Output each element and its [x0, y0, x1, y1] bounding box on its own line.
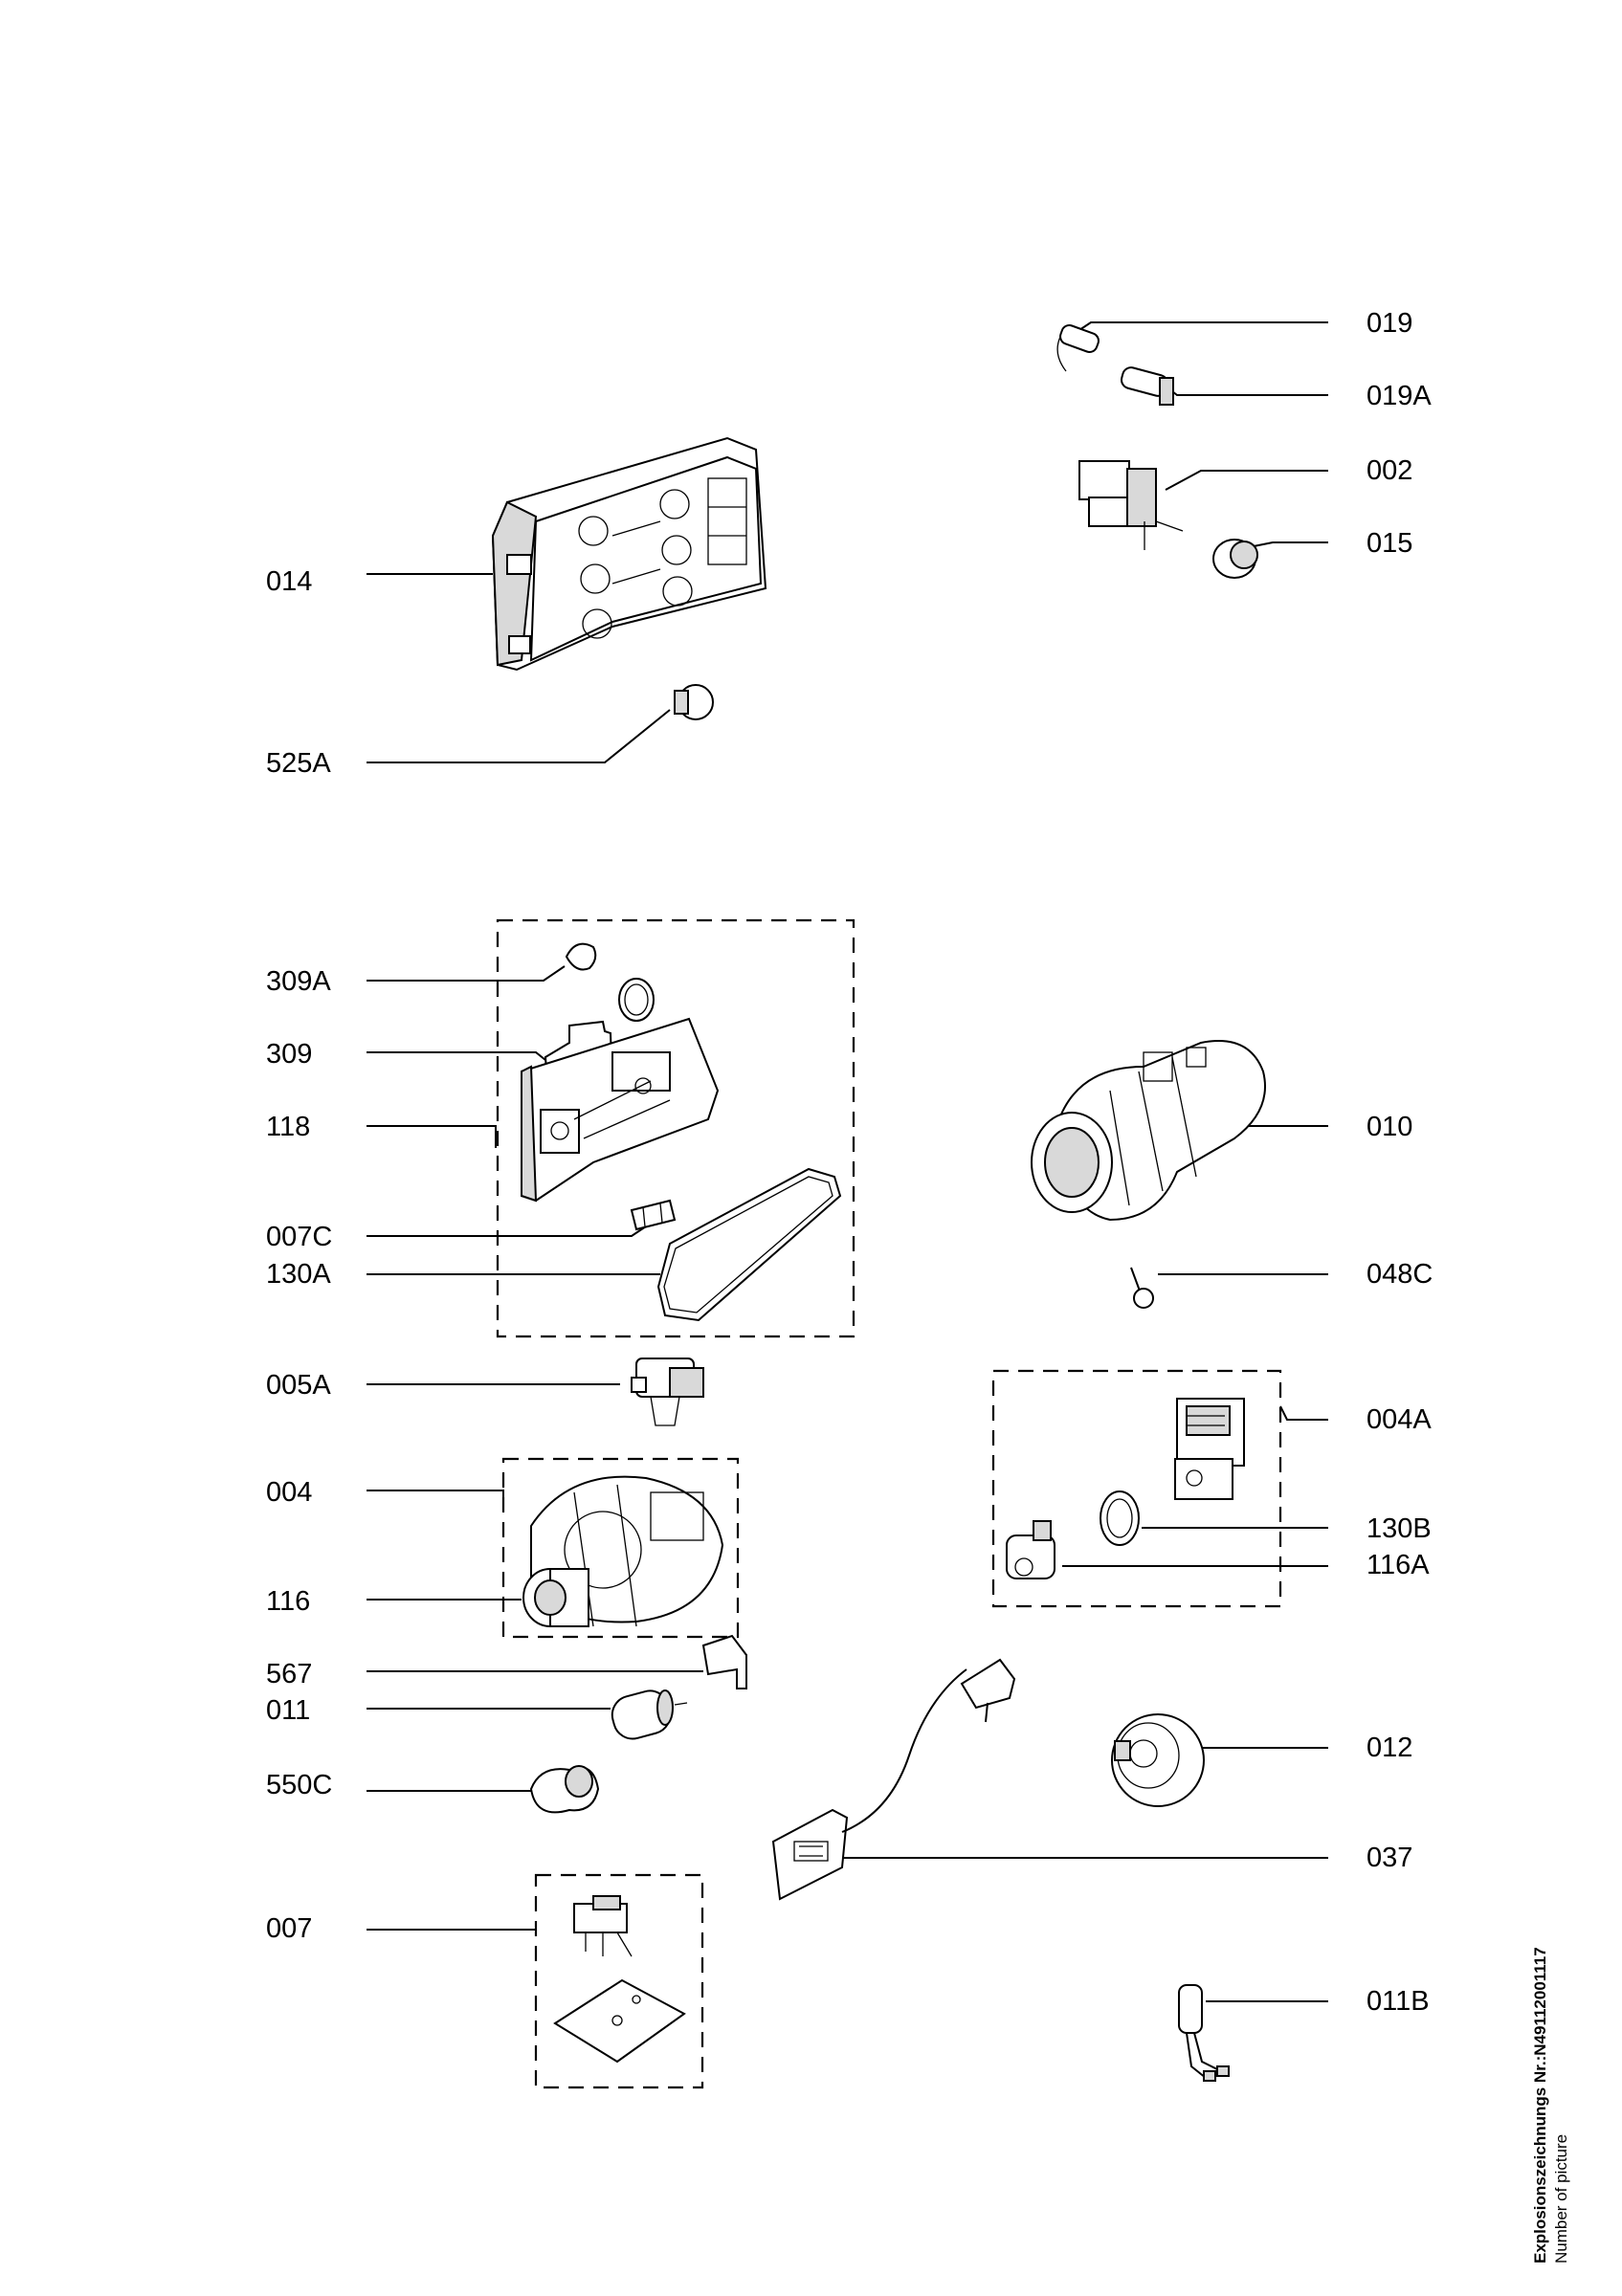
label-011B: 011B	[1366, 1986, 1430, 2017]
label-037: 037	[1366, 1843, 1413, 1873]
label-550C: 550C	[266, 1770, 333, 1800]
part-130B-ring	[1100, 1490, 1140, 1546]
label-012: 012	[1366, 1733, 1413, 1763]
label-130A: 130A	[266, 1259, 331, 1290]
label-048C: 048C	[1366, 1259, 1433, 1290]
part-037-cable	[771, 1658, 1016, 1901]
part-011B-thermistor	[1178, 1984, 1230, 2082]
part-048C-screw	[1130, 1267, 1154, 1309]
part-019A-sleeve	[1120, 366, 1174, 406]
label-019A: 019A	[1366, 381, 1432, 411]
number-of-picture: Number of picture	[1552, 2133, 1570, 2263]
drawing-number-text: Explosionszeichnungs Nr.:N49112001117	[1531, 1947, 1549, 2263]
label-309: 309	[266, 1039, 313, 1070]
part-116A-pump-part	[1006, 1520, 1055, 1579]
part-010-heater	[1031, 1040, 1266, 1222]
label-118: 118	[266, 1112, 311, 1142]
group-box-drain-pump	[991, 1369, 1282, 1608]
label-567: 567	[266, 1659, 313, 1689]
label-007: 007	[266, 1913, 313, 1944]
part-012-motor	[1111, 1713, 1205, 1807]
part-525A-knob	[674, 684, 714, 720]
part-567-clip	[701, 1634, 747, 1689]
group-box-sensor	[534, 1873, 704, 2089]
drawing-number: Explosionszeichnungs Nr.:N49112001117	[1531, 1947, 1550, 2263]
label-309A: 309A	[266, 966, 331, 997]
label-019: 019	[1366, 308, 1413, 339]
label-116: 116	[266, 1586, 311, 1617]
label-130B: 130B	[1366, 1513, 1432, 1544]
label-014: 014	[266, 566, 313, 597]
part-309A-clip	[565, 942, 655, 1022]
part-002-switch	[1078, 460, 1184, 550]
part-130A-gasket	[656, 1167, 842, 1322]
part-007C-clip	[630, 1199, 677, 1231]
label-015: 015	[1366, 528, 1413, 559]
label-525A: 525A	[266, 748, 331, 779]
group-box-pump	[501, 1457, 740, 1639]
part-007-sensor	[553, 1895, 686, 2064]
label-011: 011	[266, 1695, 311, 1726]
label-005A: 005A	[266, 1370, 331, 1401]
part-005A-valve	[631, 1358, 704, 1426]
label-004: 004	[266, 1477, 313, 1508]
part-550C-cap	[529, 1765, 600, 1814]
label-004A: 004A	[1366, 1404, 1432, 1435]
label-010: 010	[1366, 1112, 1413, 1142]
part-118-door-lock	[521, 1017, 720, 1203]
group-box-door-lock	[496, 918, 855, 1338]
label-116A: 116A	[1366, 1550, 1430, 1580]
part-014-control-board	[491, 436, 767, 672]
label-002: 002	[1366, 455, 1413, 486]
part-011-capacitor	[611, 1689, 688, 1740]
part-004A-drain-pump	[1174, 1398, 1245, 1500]
part-015-knob	[1212, 539, 1258, 579]
part-019-clip	[1056, 324, 1100, 372]
part-116-pump-outlet	[522, 1568, 589, 1627]
label-007C: 007C	[266, 1222, 333, 1252]
